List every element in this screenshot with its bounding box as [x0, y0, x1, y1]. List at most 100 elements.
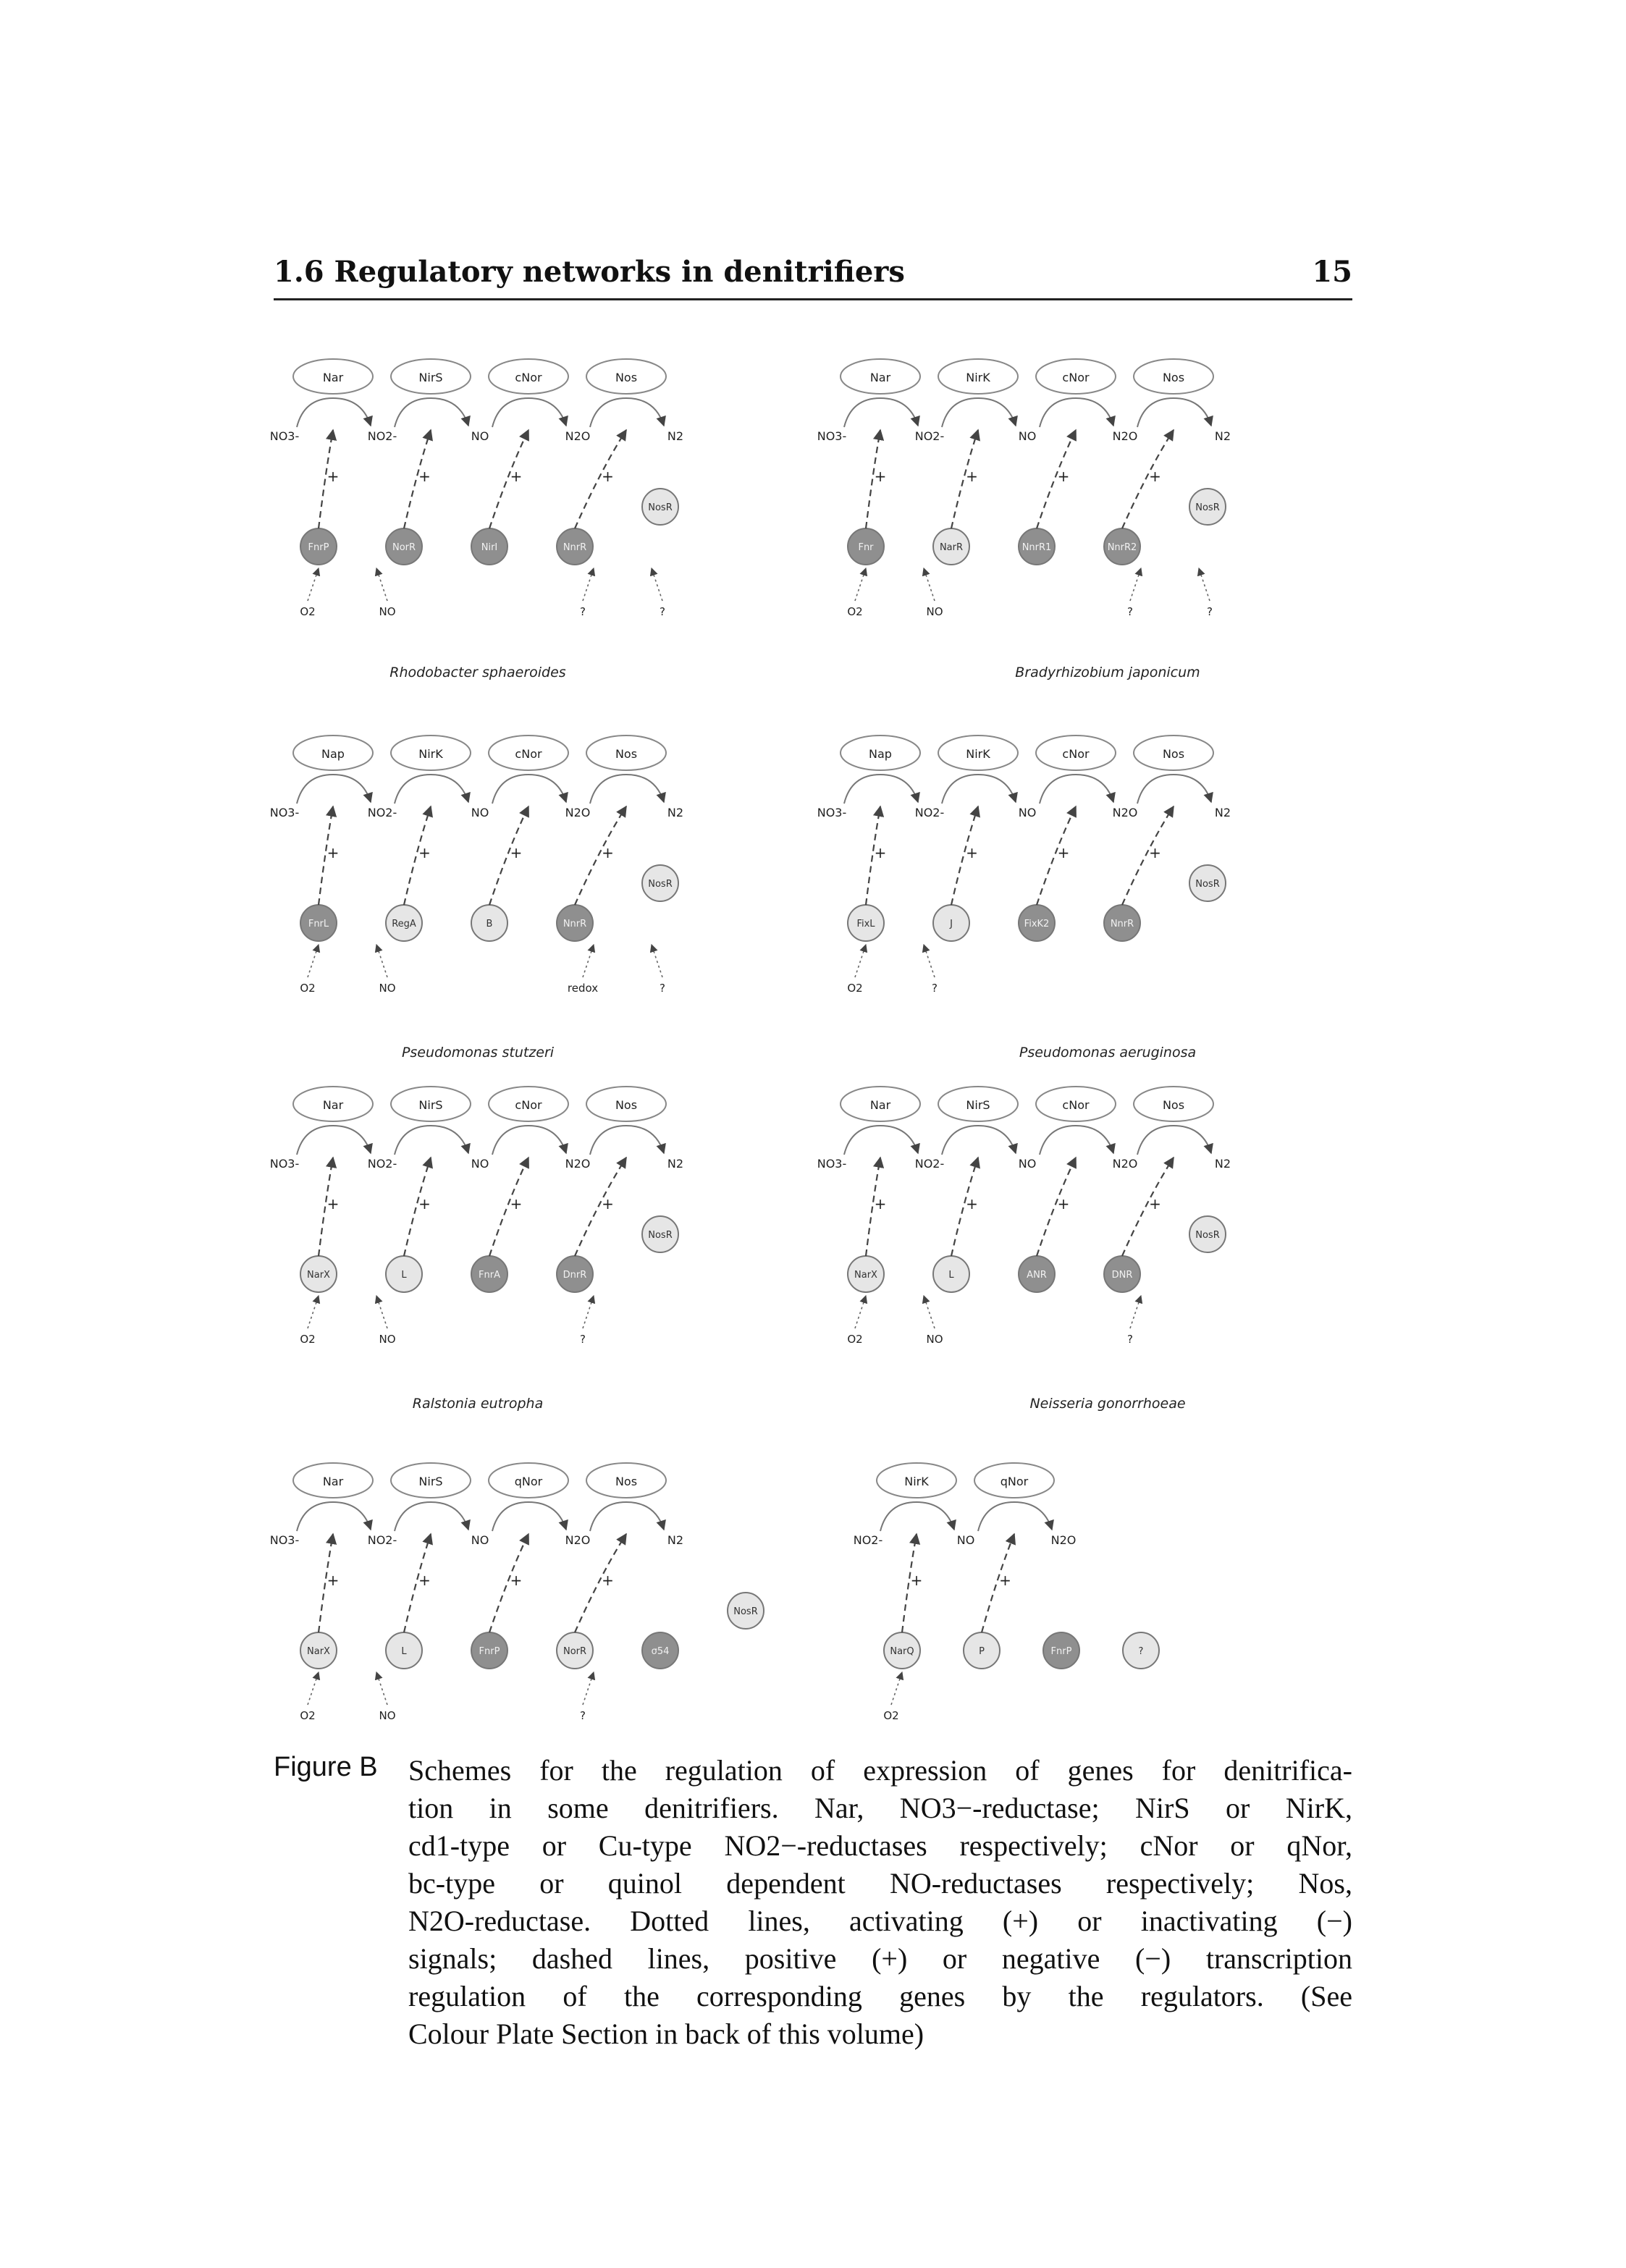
enzyme-label: cNor — [1062, 747, 1090, 761]
signal-label: NO — [379, 982, 395, 995]
substrate-label: NO — [471, 1157, 489, 1171]
signal-arrow — [307, 943, 321, 978]
regulator-label: J — [949, 919, 953, 929]
reaction-arc — [941, 773, 1018, 804]
enzyme-ellipse — [586, 735, 667, 771]
regulator-label: NnrR — [1111, 919, 1134, 929]
regulation-arrow — [573, 1156, 627, 1257]
reaction-arc — [843, 397, 920, 428]
substrate-label: NO — [1019, 429, 1037, 443]
signal-arrow — [1197, 567, 1210, 602]
caption-line: Colour Plate Section in back of this vol… — [408, 2018, 924, 2050]
signal-label: NO — [379, 605, 395, 618]
sign-label: + — [602, 1195, 614, 1213]
reaction-arc — [589, 1124, 666, 1155]
regulation-arrow — [980, 1533, 1016, 1633]
regulator-label: NorR — [563, 1646, 586, 1657]
enzyme-ellipse — [488, 735, 569, 771]
enzyme-ellipse — [1035, 1086, 1116, 1122]
regulator-circle — [641, 864, 679, 902]
sign-label: + — [966, 468, 978, 485]
signal-label: O2 — [847, 1333, 862, 1346]
sign-label: + — [327, 468, 340, 485]
substrate-label: NO3- — [270, 806, 300, 819]
sign-label: + — [1149, 844, 1161, 861]
substrate-label: NO2- — [368, 806, 397, 819]
enzyme-ellipse — [488, 358, 569, 395]
reaction-arc — [492, 1501, 568, 1532]
reaction-arc — [589, 1501, 666, 1532]
regulation-arrow — [950, 1156, 980, 1257]
sign-label: + — [418, 1195, 431, 1213]
regulation-arrow — [403, 429, 433, 529]
substrate-label: NO — [471, 429, 489, 443]
signal-label: O2 — [300, 982, 315, 995]
sign-label: + — [1058, 468, 1070, 485]
regulator-label: FnrA — [479, 1270, 500, 1281]
regulator-label: FnrP — [479, 1646, 500, 1657]
regulator-label: L — [948, 1270, 954, 1281]
signal-label: ? — [1127, 605, 1133, 618]
regulation-arrow — [1121, 429, 1174, 529]
regulation-arrow — [317, 429, 337, 529]
regulator-label: P — [979, 1646, 985, 1657]
enzyme-ellipse — [586, 1462, 667, 1498]
reaction-arc — [296, 1501, 373, 1532]
enzyme-ellipse — [1133, 1086, 1214, 1122]
enzyme-ellipse — [876, 1462, 957, 1498]
reaction-arc — [1039, 773, 1116, 804]
sign-label: + — [418, 844, 431, 861]
substrate-label: N2 — [1215, 1157, 1231, 1171]
signal-label: ? — [580, 1333, 586, 1346]
enzyme-label: Nap — [321, 747, 345, 761]
regulator-label: ANR — [1027, 1270, 1047, 1281]
regulation-arrow — [1035, 805, 1077, 906]
substrate-label: NO2- — [915, 1157, 945, 1171]
regulation-arrow — [864, 429, 885, 529]
enzyme-ellipse — [488, 1462, 569, 1498]
regulation-arrow — [403, 1533, 433, 1633]
regulator-label: L — [401, 1646, 407, 1657]
regulation-arrow — [864, 805, 885, 906]
signal-label: O2 — [883, 1709, 898, 1722]
sign-label: + — [602, 1572, 614, 1589]
enzyme-ellipse — [840, 358, 921, 395]
reaction-arc — [394, 773, 471, 804]
substrate-label: NO3- — [270, 429, 300, 443]
substrate-label: NO — [471, 806, 489, 819]
substrate-label: NO — [471, 1533, 489, 1547]
substrate-label: N2O — [565, 1157, 591, 1171]
substrate-label: NO — [1019, 1157, 1037, 1171]
substrate-label: N2 — [1215, 429, 1231, 443]
enzyme-ellipse — [840, 1086, 921, 1122]
signal-arrow — [922, 1294, 935, 1329]
regulator-label: NosR — [648, 879, 672, 890]
signal-arrow — [582, 567, 596, 602]
signal-label: NO — [926, 1333, 943, 1346]
regulator-label: NarX — [307, 1646, 330, 1657]
enzyme-label: cNor — [1062, 371, 1090, 384]
regulator-circle — [1122, 1632, 1160, 1669]
enzyme-label: Nos — [615, 371, 637, 384]
signal-arrow — [307, 1671, 321, 1706]
enzyme-ellipse — [1133, 735, 1214, 771]
regulator-circle — [1189, 864, 1226, 902]
regulation-arrow — [488, 1533, 529, 1633]
regulation-arrow — [1121, 805, 1174, 906]
substrate-label: NO3- — [817, 429, 847, 443]
caption-text: Schemes for the regulation of expression… — [408, 1752, 1352, 2053]
signal-label: NO — [379, 1709, 395, 1722]
reaction-arc — [843, 1124, 920, 1155]
regulator-label: NnrR — [563, 919, 586, 929]
enzyme-label: cNor — [515, 747, 542, 761]
regulator-label: DNR — [1112, 1270, 1133, 1281]
sign-label: + — [510, 468, 523, 485]
enzyme-label: NirK — [966, 747, 990, 761]
regulator-circle — [727, 1592, 764, 1630]
signal-arrow — [307, 1294, 321, 1329]
sign-label: + — [875, 844, 887, 861]
sign-label: + — [1058, 1195, 1070, 1213]
